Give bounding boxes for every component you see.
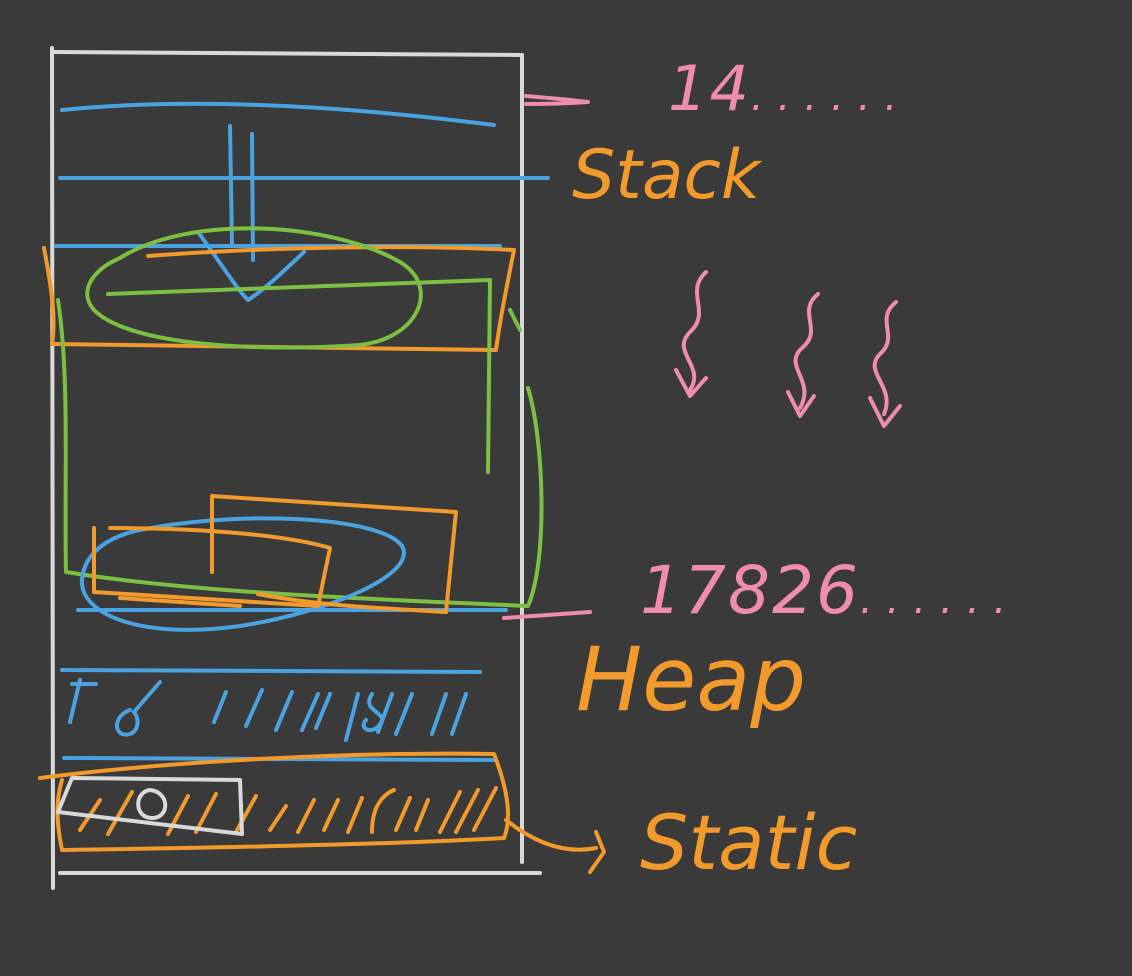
heap-address-label: 17826...... — [640, 552, 1020, 629]
memory-block-outline — [50, 46, 542, 890]
heap-address-dots: ...... — [859, 577, 1021, 623]
stack-frame-lines — [54, 101, 550, 302]
stack-address-dots: ...... — [750, 74, 912, 120]
heap-address-value: 17826 — [640, 552, 860, 629]
reference-loops — [56, 226, 544, 608]
heap-top-marker — [502, 610, 592, 620]
stack-top-marker — [524, 94, 590, 106]
stack-label: Stack — [572, 136, 761, 215]
static-label: Static — [640, 798, 858, 887]
data-segment — [60, 668, 498, 762]
heap-object-boxes — [92, 494, 458, 614]
static-object-box — [56, 776, 244, 836]
stack-allocation-box — [42, 245, 516, 352]
heap-object-ellipse — [79, 516, 406, 632]
static-segment — [38, 751, 606, 874]
stack-address-value: 14 — [668, 52, 751, 125]
heap-label: Heap — [576, 628, 807, 731]
growth-arrows — [674, 270, 902, 428]
stack-address-label: 14...... — [668, 52, 911, 125]
